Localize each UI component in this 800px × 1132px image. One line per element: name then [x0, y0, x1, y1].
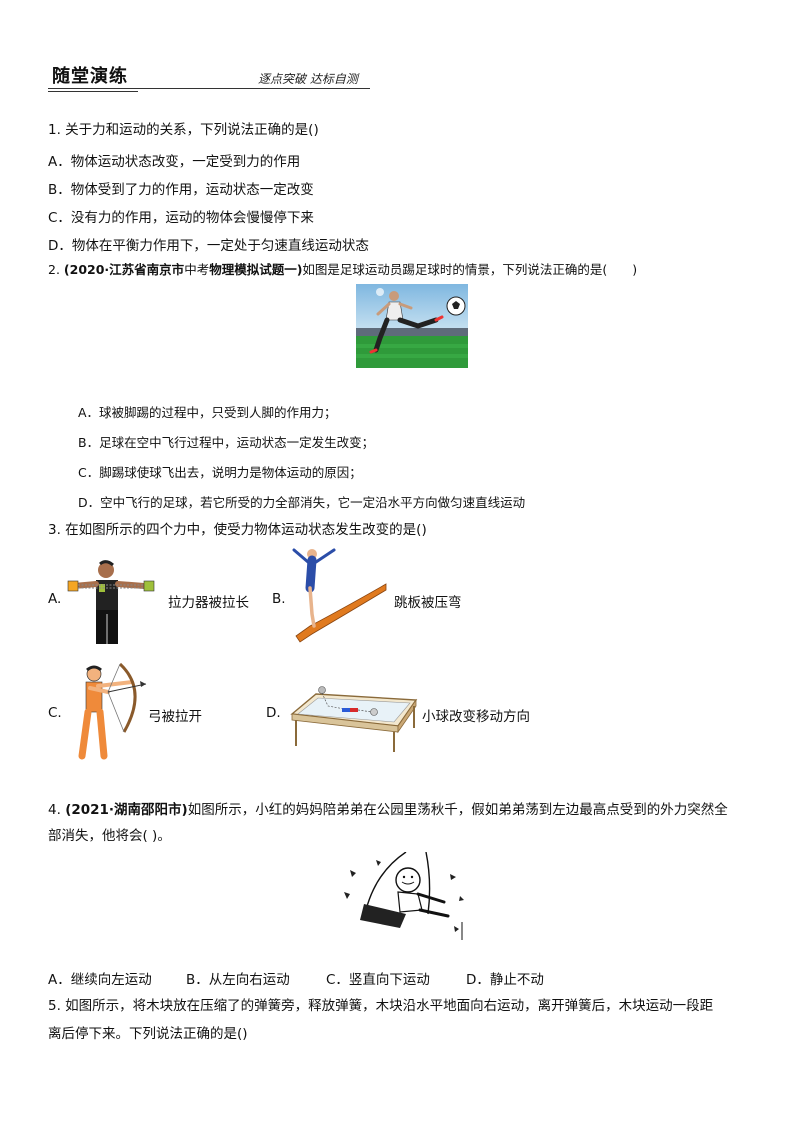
q3-option-d-letter: D.: [266, 705, 281, 721]
q2-source-1: (2020·江苏省南京市: [63, 262, 185, 277]
q1-option-b: B．物体受到了力的作用，运动状态一定改变: [48, 182, 314, 198]
section-title: 随堂演练: [52, 66, 128, 87]
q5-stem-line1: 5. 如图所示，将木块放在压缩了的弹簧旁，释放弹簧，木块沿水平地面向右运动，离开…: [48, 998, 714, 1014]
q4-option-b: B．从左向右运动: [186, 972, 290, 988]
soccer-player-image: [356, 284, 468, 368]
q3-option-a-caption: 拉力器被拉长: [168, 595, 249, 611]
section-subtitle: 逐点突破 达标自测: [258, 72, 358, 86]
q1-option-a: A．物体运动状态改变，一定受到力的作用: [48, 154, 301, 170]
q4-stem-text: 如图所示，小红的妈妈陪弟弟在公园里荡秋千，假如弟弟荡到左边最高点受到的外力突然全: [187, 802, 728, 818]
q4-source: (2021·湖南邵阳市): [65, 802, 188, 818]
q4-option-c: C．竖直向下运动: [326, 972, 430, 988]
q3-option-b-caption: 跳板被压弯: [394, 595, 462, 611]
q2-number: 2.: [48, 262, 60, 277]
q2-option-d: D．空中飞行的足球，若它所受的力全部消失，它一定沿水平方向做匀速直线运动: [78, 495, 526, 510]
q2-stem-line: 2. (2020·江苏省南京市中考物理模拟试题一)如图是足球运动员踢足球时的情景…: [48, 260, 637, 280]
swing-image: [344, 852, 464, 940]
q1-option-d: D．物体在平衡力作用下，一定处于匀速直线运动状态: [48, 238, 369, 254]
q1-stem: 1. 关于力和运动的关系，下列说法正确的是(): [48, 122, 319, 138]
q2-option-a: A．球被脚踢的过程中，只受到人脚的作用力；: [78, 405, 337, 420]
q4-number: 4.: [48, 802, 61, 818]
q3-option-b-letter: B.: [272, 591, 286, 607]
q3-option-d-caption: 小球改变移动方向: [422, 709, 530, 725]
q1-option-c: C．没有力的作用，运动的物体会慢慢停下来: [48, 210, 314, 226]
q3-option-a-letter: A.: [48, 591, 62, 607]
q2-stem-text: 如图是足球运动员踢足球时的情景，下列说法正确的是( ): [302, 262, 638, 277]
diving-board-image: [292, 548, 387, 643]
q3-option-c-letter: C.: [48, 705, 62, 721]
q2-source-2: 物理模拟试题一): [209, 262, 303, 277]
q4-option-d: D．静止不动: [466, 972, 544, 988]
q2-source-plain: 中考: [184, 262, 210, 277]
q3-stem: 3. 在如图所示的四个力中，使受力物体运动状态发生改变的是(): [48, 522, 427, 538]
archer-image: [78, 662, 147, 760]
q5-stem-line2: 离后停下来。下列说法正确的是(): [48, 1026, 248, 1042]
q2-option-c: C．脚踢球使球飞出去，说明力是物体运动的原因；: [78, 465, 362, 480]
q3-option-c-caption: 弓被拉开: [148, 709, 202, 725]
q4-stem-line2: 部消失，他将会( )。: [48, 828, 171, 844]
header-divider: [48, 88, 370, 89]
expander-man-image: [67, 560, 155, 644]
q2-option-b: B．足球在空中飞行过程中，运动状态一定发生改变；: [78, 435, 375, 450]
header-divider-accent: [48, 91, 138, 92]
q4-stem-line1: 4. (2021·湖南邵阳市)如图所示，小红的妈妈陪弟弟在公园里荡秋千，假如弟弟…: [48, 800, 728, 820]
q4-option-a: A．继续向左运动: [48, 972, 152, 988]
ball-table-image: [290, 686, 418, 752]
